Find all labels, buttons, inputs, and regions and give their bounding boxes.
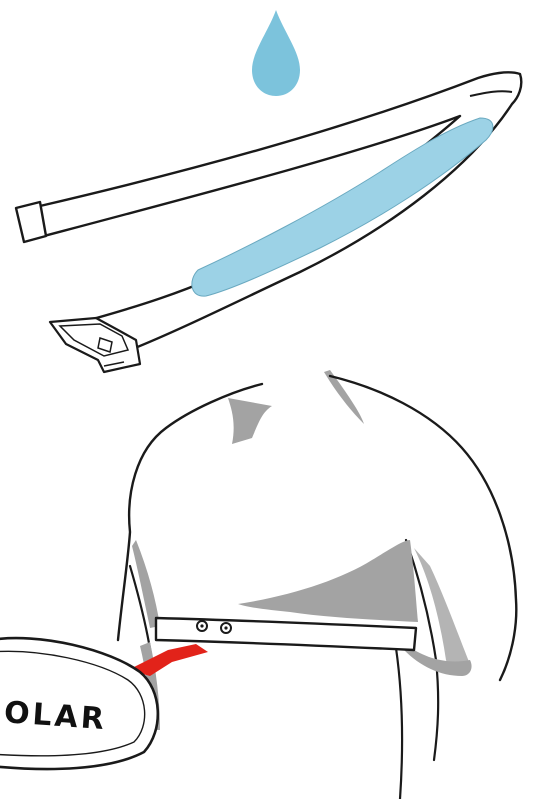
neck-shadow-right [324,370,364,424]
transmitter-group: OLAR [0,638,208,769]
neck-shadow-left [228,398,272,444]
torso-right-side [396,648,402,799]
strap-left-end [16,202,46,242]
transmitter-brand-text: OLAR [3,695,108,737]
torso [118,370,516,799]
water-drop-icon [252,10,300,96]
chest-shadow [238,540,418,622]
strap-band [40,72,521,356]
chest-strap [16,72,521,372]
